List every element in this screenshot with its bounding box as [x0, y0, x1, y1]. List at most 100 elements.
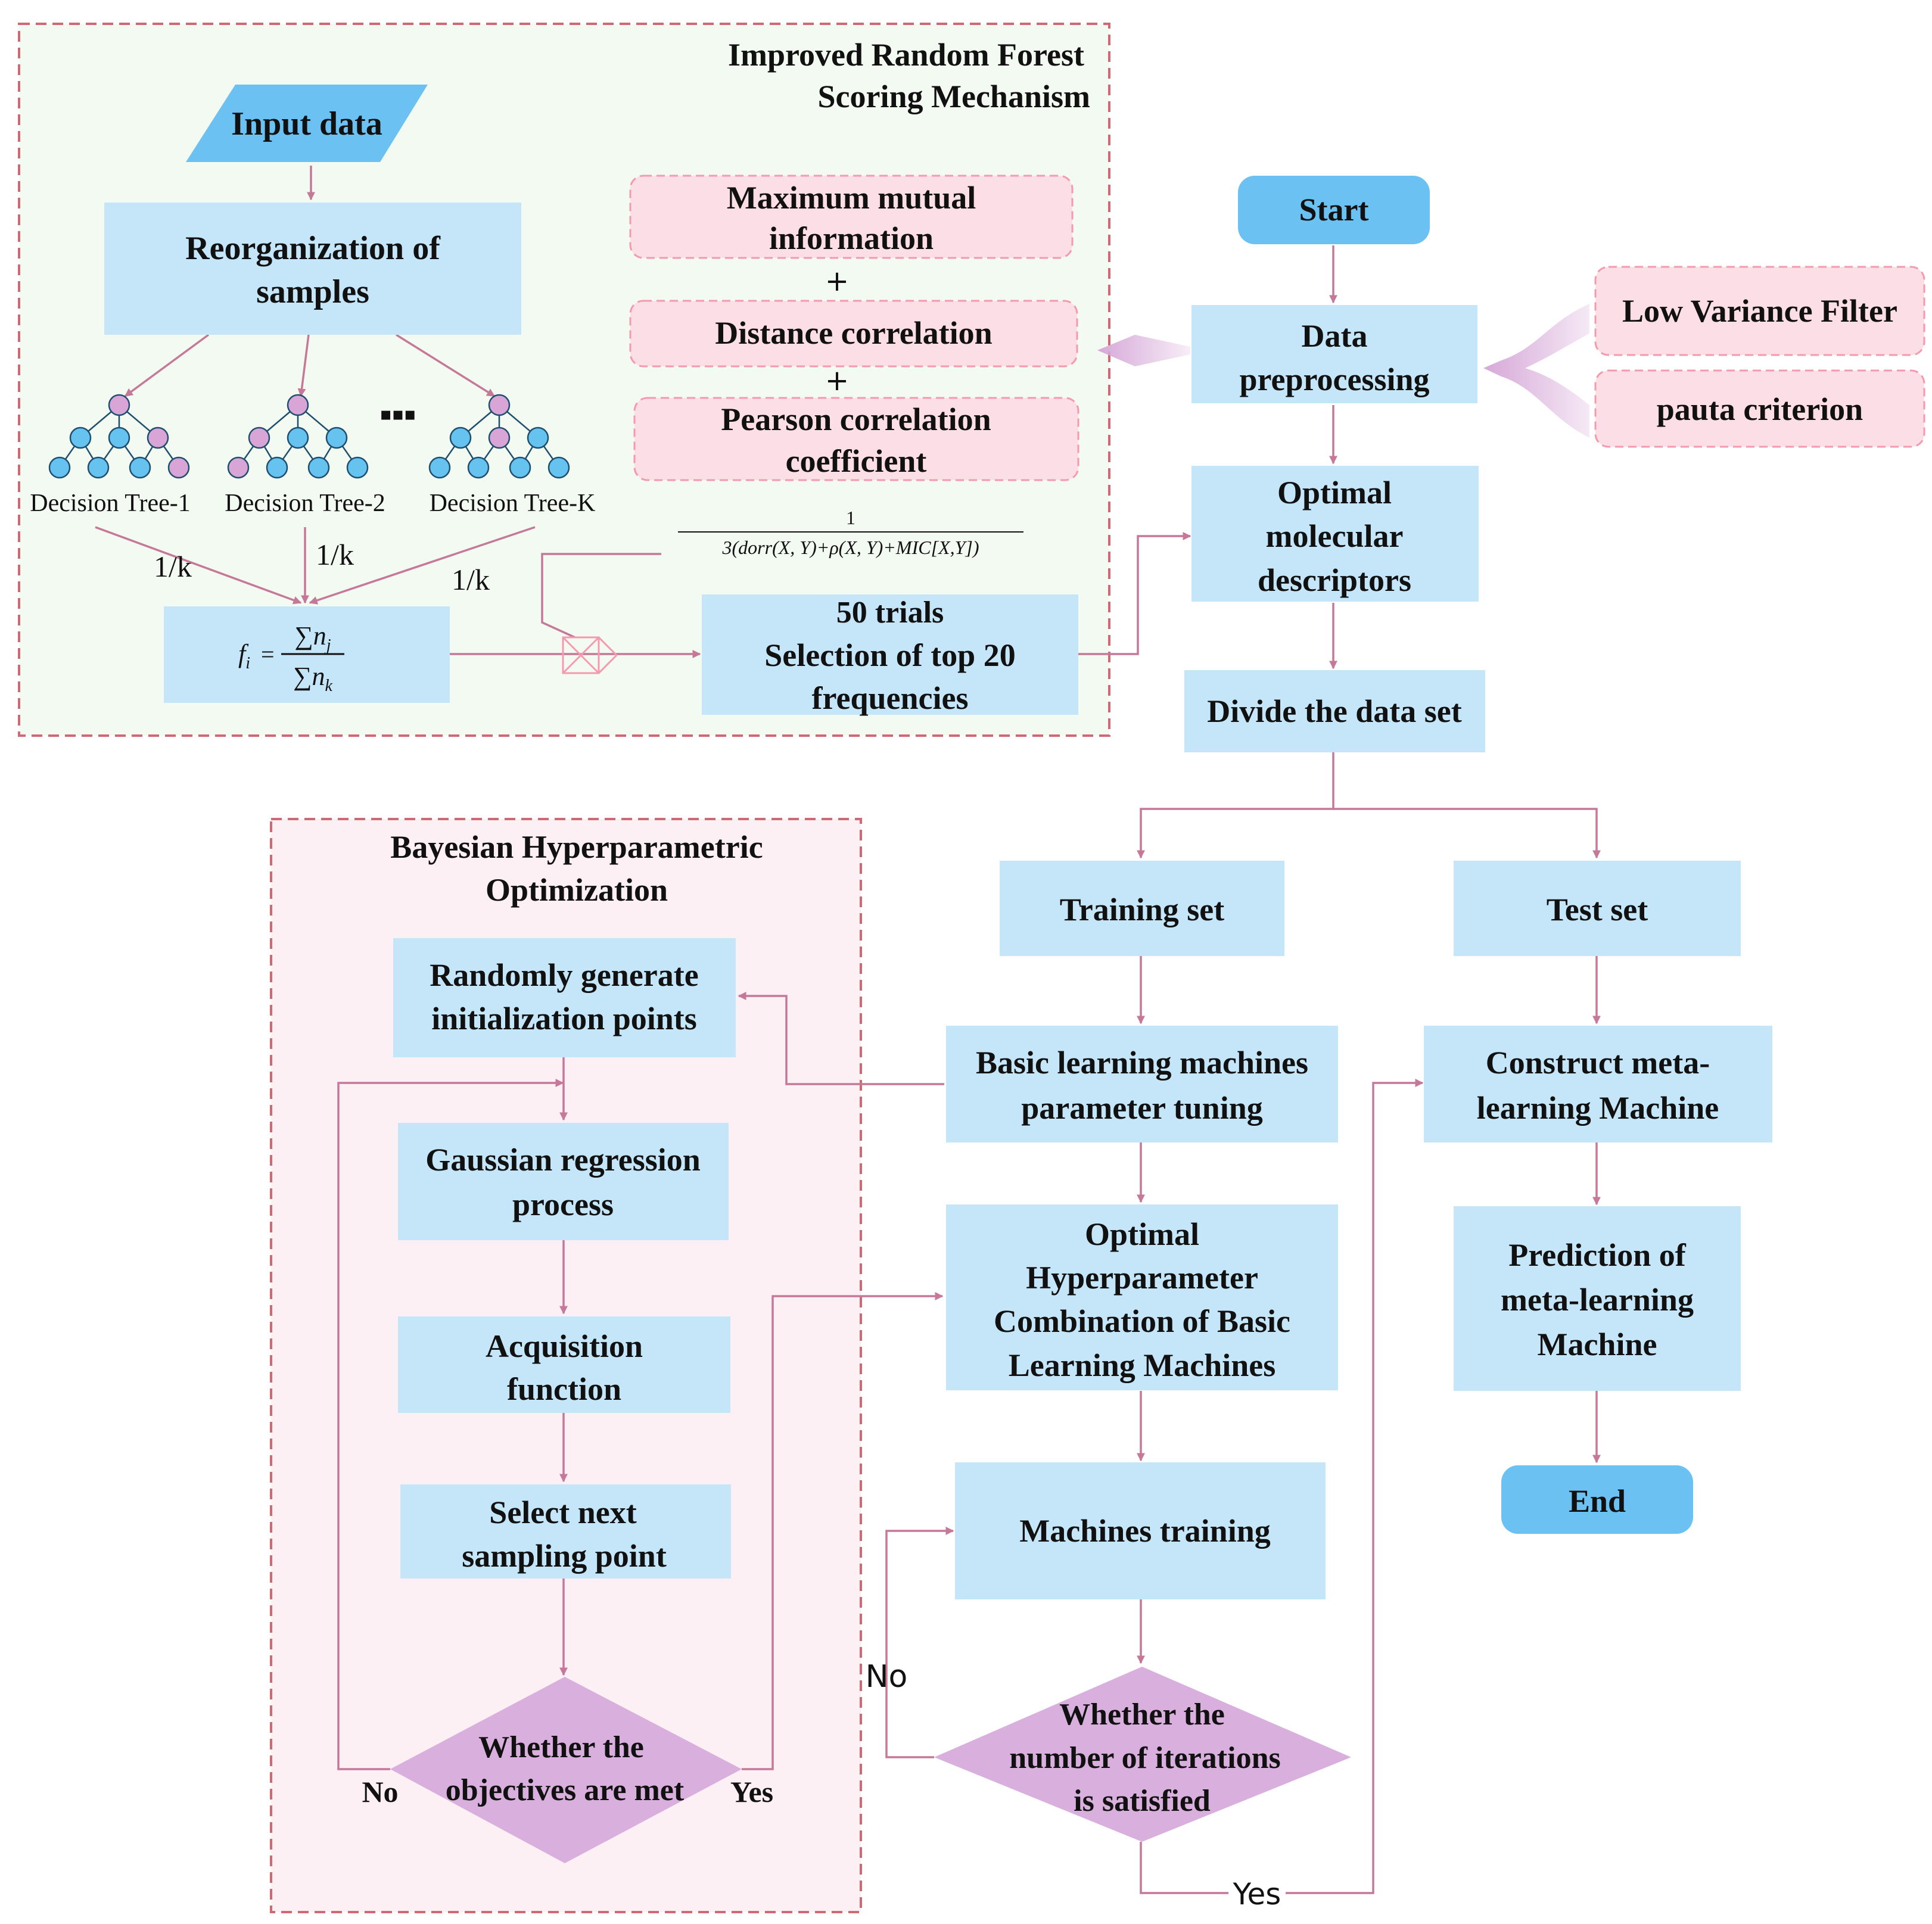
- arrow-divide-to-training: [1137, 752, 1334, 859]
- reorganization-node: [104, 203, 521, 335]
- metric-mutual-information-line2: information: [769, 220, 934, 256]
- divide-node: [1184, 670, 1485, 752]
- metric-mutual-information: [629, 175, 1074, 259]
- pauta-criterion-node: [1594, 369, 1925, 448]
- random-init-node: [393, 938, 736, 1057]
- line-fraction-to-multiplier: [541, 553, 661, 639]
- construct-label-line1: Construct meta-: [1486, 1045, 1710, 1081]
- tuning-label-line1: Basic learning machines: [976, 1045, 1308, 1081]
- bayes-panel-title-line2: Optimization: [486, 872, 668, 908]
- svg-text:=: =: [261, 641, 275, 668]
- arrow-divide-to-test: [1333, 808, 1601, 859]
- start-node: [1238, 176, 1430, 244]
- selection-node: [702, 594, 1078, 715]
- optimal-combination-line1: Optimal: [1085, 1216, 1199, 1252]
- low-variance-filter-label: Low Variance Filter: [1622, 293, 1897, 329]
- input-data-label: Input data: [231, 105, 382, 142]
- test-set-node: [1454, 861, 1741, 956]
- arrow-treek-to-formula: [309, 526, 536, 605]
- descriptors-node: [1191, 466, 1479, 602]
- objectives-decision-node: [390, 1677, 742, 1863]
- input-data-node: [186, 85, 428, 162]
- reorganization-label-line1: Reorganization of: [185, 230, 441, 267]
- svg-text:3(dorr(X, Y)+ρ(X, Y)+MIC[X,Y]): 3(dorr(X, Y)+ρ(X, Y)+MIC[X,Y]): [722, 537, 979, 558]
- rf-panel-title-line1: Improved Random Forest: [728, 37, 1084, 73]
- acquisition-line1: Acquisition: [486, 1328, 643, 1364]
- tree-2-label: Decision Tree-2: [225, 490, 385, 517]
- prediction-node: [1454, 1206, 1741, 1391]
- selection-label-line2: Selection of top 20: [764, 637, 1015, 673]
- gaussian-node: [398, 1123, 729, 1240]
- construct-label-line2: learning Machine: [1477, 1090, 1719, 1126]
- training-set-node: [1000, 861, 1284, 956]
- multiplier-icon: [562, 636, 618, 674]
- machines-training-label: Machines training: [1019, 1513, 1271, 1549]
- prediction-label-line1: Prediction of: [1508, 1237, 1686, 1273]
- tree-ellipsis: ▪▪▪: [380, 404, 416, 425]
- random-init-line1: Randomly generate: [430, 957, 698, 993]
- svg-text:∑nj: ∑nj: [294, 621, 331, 655]
- preprocess-to-metrics-arrow: [1097, 335, 1190, 366]
- reorganization-label-line2: samples: [256, 273, 369, 310]
- svg-text:∑nk: ∑nk: [293, 662, 332, 695]
- arrow-tuning-to-random: [738, 992, 944, 1085]
- random-init-line2: initialization points: [431, 1001, 697, 1036]
- arrow-selection-to-descriptors: [1078, 532, 1191, 655]
- plus-sign-2: +: [825, 364, 849, 397]
- metric-distance-correlation: [629, 300, 1078, 368]
- select-next-line2: sampling point: [462, 1538, 667, 1574]
- preprocessing-label-line1: Data: [1302, 318, 1368, 354]
- arrow-tree1-to-formula: [95, 526, 302, 605]
- optimal-combination-line4: Learning Machines: [1009, 1347, 1276, 1383]
- arrow-decision-no-loop: [885, 1527, 954, 1758]
- weighting-fraction: 1 3(dorr(X, Y)+ρ(X, Y)+MIC[X,Y]): [678, 507, 1023, 558]
- rf-panel-title-line2: Scoring Mechanism: [818, 79, 1090, 114]
- objectives-no-label: No: [362, 1775, 398, 1808]
- acquisition-node: [398, 1316, 730, 1413]
- descriptors-label-line1: Optimal: [1277, 475, 1392, 510]
- objectives-decision-line2: objectives are met: [446, 1773, 685, 1807]
- metric-distance-correlation-label: Distance correlation: [715, 315, 992, 351]
- prediction-label-line2: meta-learning: [1501, 1282, 1694, 1318]
- start-label: Start: [1299, 192, 1369, 228]
- prediction-label-line3: Machine: [1538, 1327, 1657, 1362]
- tree-k-icon: [428, 394, 570, 479]
- optimal-combination-node: [946, 1204, 1338, 1390]
- pauta-criterion-label: pauta criterion: [1657, 391, 1863, 427]
- metric-mutual-information-line1: Maximum mutual: [727, 180, 976, 216]
- acquisition-line2: function: [507, 1371, 621, 1407]
- selection-label-line3: frequencies: [812, 680, 969, 716]
- tree-k-label: Decision Tree-K: [430, 490, 596, 517]
- descriptors-label-line2: molecular: [1266, 518, 1404, 554]
- weight-k-label: 1/k: [452, 563, 490, 596]
- iterations-yes-label: Yes: [1233, 1877, 1281, 1911]
- svg-text:1: 1: [846, 507, 855, 528]
- arrow-reorg-to-tree2: [297, 334, 310, 397]
- training-set-label: Training set: [1060, 892, 1225, 927]
- tuning-node: [946, 1026, 1338, 1142]
- weight-1-label: 1/k: [154, 550, 192, 583]
- plus-sign-1: +: [825, 264, 849, 298]
- select-next-node: [400, 1484, 731, 1579]
- low-variance-filter-node: [1594, 266, 1925, 356]
- arrow-bayes-yes-to-optimal: [742, 1292, 944, 1770]
- tree-1-icon: [48, 394, 190, 479]
- test-set-label: Test set: [1547, 892, 1648, 927]
- arrow-bayes-no-loop: [337, 1079, 564, 1770]
- optimal-combination-line2: Hyperparameter: [1026, 1260, 1258, 1296]
- line-decision-yes-left: [1140, 1842, 1228, 1894]
- objectives-yes-label: Yes: [730, 1775, 773, 1808]
- metric-pearson-correlation-line1: Pearson correlation: [721, 401, 991, 437]
- arrow-decision-yes-to-construct: [1286, 1079, 1424, 1894]
- preprocessing-label-line2: preprocessing: [1239, 362, 1429, 397]
- descriptors-label-line3: descriptors: [1258, 562, 1411, 598]
- connectors: [95, 166, 1601, 1894]
- preprocessing-node: [1191, 305, 1477, 403]
- objectives-decision-line1: Whether the: [478, 1730, 644, 1764]
- bayes-panel-title-line1: Bayesian Hyperparametric: [390, 829, 763, 865]
- tree-2-icon: [227, 394, 369, 479]
- end-label: End: [1569, 1483, 1626, 1519]
- metric-pearson-correlation: [633, 397, 1079, 481]
- gaussian-line2: process: [512, 1187, 614, 1222]
